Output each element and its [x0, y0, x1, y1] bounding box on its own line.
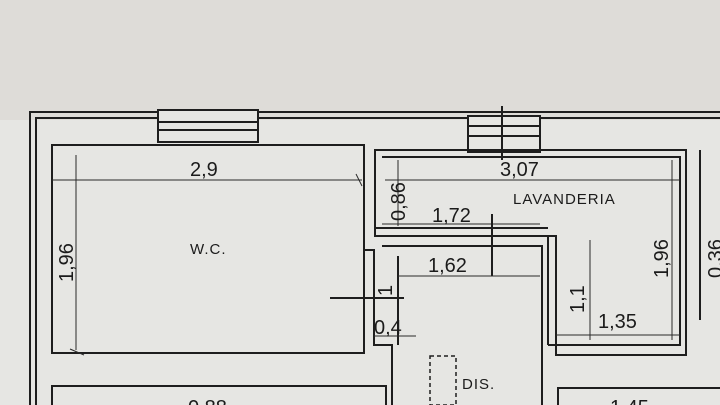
partial-rooms — [51, 150, 720, 405]
dim-partial-bottom-left: 0,88 — [188, 397, 227, 405]
room-label-dis: DIS. — [462, 376, 495, 393]
room-dis — [330, 245, 543, 405]
dim-partial-bottom-right: 1,45 — [610, 397, 649, 405]
room-label-wc: W.C. — [190, 241, 227, 258]
room-lavanderia — [374, 149, 687, 356]
dim-lav-lower-width: 1,35 — [598, 311, 637, 333]
dim-wc-height: 1,96 — [56, 243, 78, 282]
dim-dis-step: 1 — [375, 285, 397, 296]
dim-partial-right: 0,36 — [705, 239, 720, 278]
dim-dis-wall: 0,4 — [374, 317, 402, 339]
dim-lav-inner-height: 1,1 — [567, 285, 589, 313]
dim-lav-width: 3,07 — [500, 159, 539, 181]
window-wc — [157, 109, 259, 143]
room-label-lavanderia: LAVANDERIA — [513, 191, 616, 208]
dim-wc-width: 2,9 — [190, 159, 218, 181]
dim-lav-notch-width: 1,72 — [432, 205, 471, 227]
dim-lav-upper-height: 0,86 — [388, 182, 410, 221]
paper-shade — [0, 0, 720, 120]
dim-dis-width: 1,62 — [428, 255, 467, 277]
dim-lav-height: 1,96 — [651, 239, 673, 278]
dis-door — [429, 355, 457, 405]
